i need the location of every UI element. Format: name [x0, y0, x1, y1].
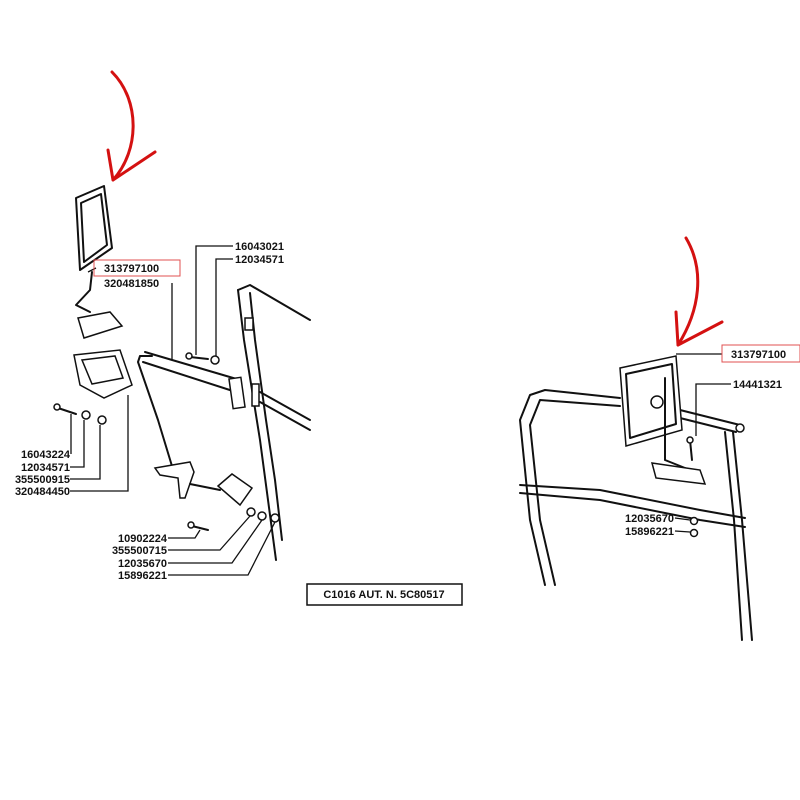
left-mirror-assembly: [53, 185, 311, 561]
right-leader-lines: [674, 353, 731, 533]
red-arrow-left-icon: [106, 70, 157, 182]
highlight-box-left: [93, 259, 181, 277]
part-number-label: 320481850: [104, 278, 159, 290]
part-number-label: 313797100: [104, 263, 159, 275]
part-number-label: 12034571: [235, 254, 284, 266]
part-number-label: 313797100: [731, 349, 786, 361]
part-number-label: 16043224: [21, 449, 71, 461]
part-number-label: 12034571: [21, 462, 70, 474]
part-number-label: 12035670: [118, 558, 167, 570]
footer-code-box: [306, 583, 463, 606]
part-number-label: 355500715: [112, 545, 167, 557]
red-arrow-right-icon: [674, 236, 724, 347]
part-number-label: 15896221: [118, 570, 167, 582]
part-number-label: 15896221: [625, 526, 674, 538]
part-number-label: 10902224: [118, 533, 168, 545]
right-mirror-assembly: [519, 355, 753, 641]
part-number-label: 12035670: [625, 513, 674, 525]
footer-code: C1016 AUT. N. 5C80517: [323, 589, 444, 601]
left-leader-lines: [70, 245, 276, 576]
part-number-label: 16043021: [235, 241, 284, 253]
part-number-label: 320484450: [15, 486, 70, 498]
part-number-label: 14441321: [733, 379, 782, 391]
part-number-label: 355500915: [15, 474, 70, 486]
highlight-box-right: [721, 344, 800, 363]
